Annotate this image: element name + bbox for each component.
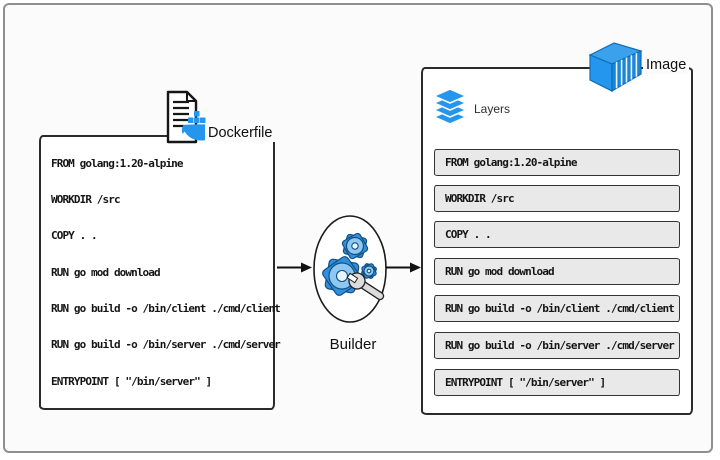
layer-row: RUN go build -o /bin/server ./cmd/server [434, 332, 680, 359]
layer-row: ENTRYPOINT [ "/bin/server" ] [434, 369, 680, 396]
dockerfile-line: FROM golang:1.20-alpine [51, 157, 184, 170]
dockerfile-line: WORKDIR /src [51, 193, 121, 206]
layer-text: FROM golang:1.20-alpine [445, 156, 578, 169]
dockerfile-node-label: Dockerfile [205, 124, 276, 142]
dockerfile-line: COPY . . [51, 229, 98, 242]
layer-row: RUN go build -o /bin/client ./cmd/client [434, 295, 680, 322]
flow-arrow-icon [277, 262, 312, 273]
gears-and-wrench-icon [313, 215, 387, 323]
builder-node-label: Builder [329, 336, 377, 353]
layer-text: COPY . . [445, 228, 492, 241]
flow-arrow-icon [386, 262, 421, 273]
layer-row: FROM golang:1.20-alpine [434, 149, 680, 176]
dockerfile-line: RUN go build -o /bin/client ./cmd/client [51, 302, 281, 315]
layer-text: RUN go build -o /bin/server ./cmd/server [445, 339, 675, 352]
image-box: FROM golang:1.20-alpine WORKDIR /src COP… [421, 67, 693, 415]
layer-row: RUN go mod download [434, 258, 680, 285]
image-node-label: Image [643, 56, 690, 74]
layer-text: WORKDIR /src [445, 192, 515, 205]
diagram-frame: FROM golang:1.20-alpine WORKDIR /src COP… [3, 3, 713, 453]
layer-row: COPY . . [434, 221, 680, 248]
layer-text: ENTRYPOINT [ "/bin/server" ] [445, 376, 606, 389]
dockerfile-box: FROM golang:1.20-alpine WORKDIR /src COP… [39, 135, 281, 410]
dockerfile-line: ENTRYPOINT [ "/bin/server" ] [51, 375, 212, 388]
dockerfile-line: RUN go build -o /bin/server ./cmd/server [51, 338, 281, 351]
layer-row: WORKDIR /src [434, 185, 680, 212]
layer-text: RUN go mod download [445, 265, 555, 278]
layer-text: RUN go build -o /bin/client ./cmd/client [445, 302, 675, 315]
layers-label: Layers [474, 102, 511, 116]
dockerfile-line: RUN go mod download [51, 266, 161, 279]
stacked-layers-icon [432, 88, 468, 125]
container-box-icon [588, 42, 643, 93]
